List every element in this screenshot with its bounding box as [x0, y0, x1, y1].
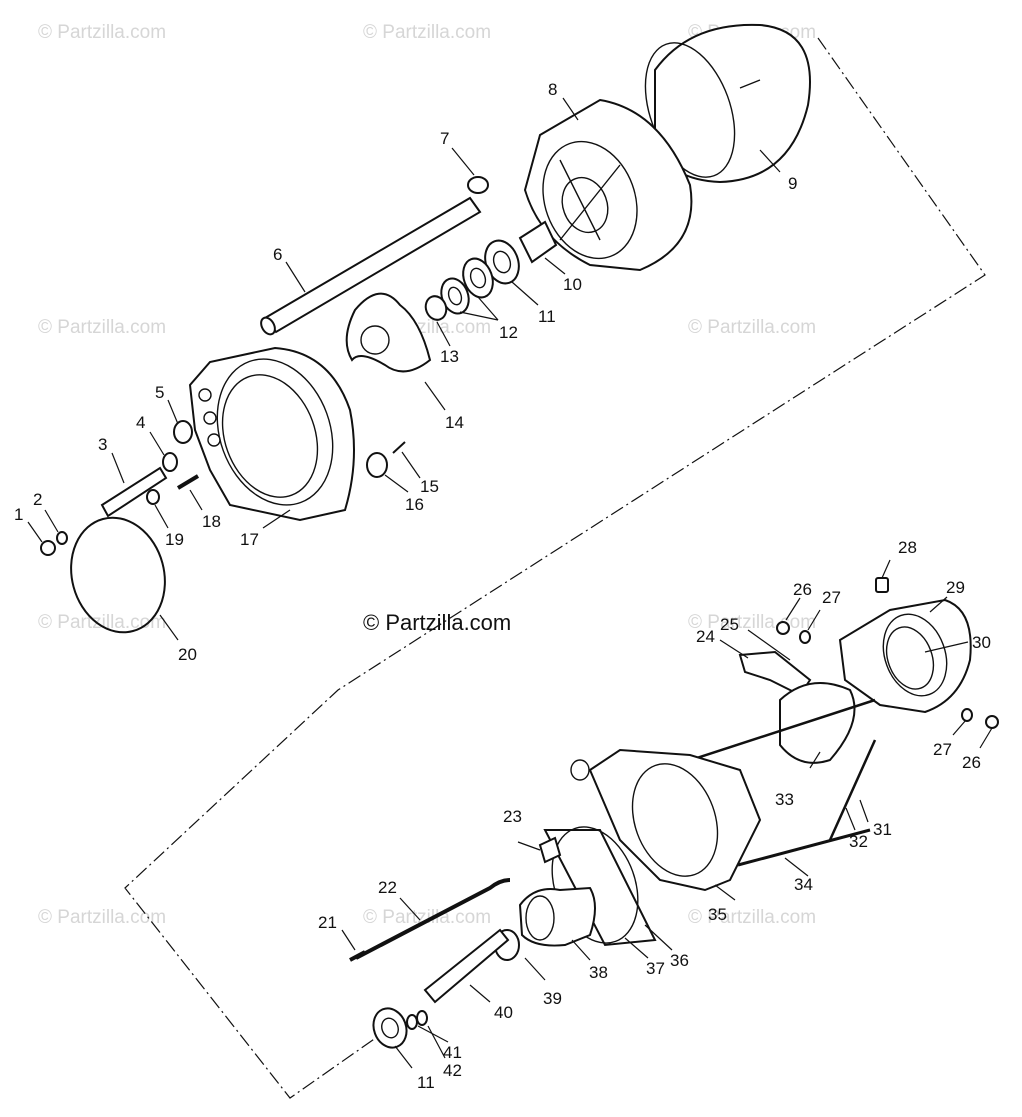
callout-35: 35 — [708, 905, 727, 924]
callout-11: 11 — [538, 307, 556, 326]
watermark: © Partzilla.com — [688, 907, 816, 928]
part-18-pin — [176, 474, 200, 490]
callout-38: 38 — [589, 963, 608, 982]
callout-39: 39 — [543, 989, 562, 1008]
callout-13: 13 — [440, 347, 459, 366]
watermark: © Partzilla.com — [38, 317, 166, 338]
part-29-nozzle — [838, 598, 972, 714]
watermark: © Partzilla.com — [38, 907, 166, 928]
part-23-clip — [538, 836, 562, 864]
part-42-o-ring — [416, 1010, 428, 1026]
part-27-washer — [961, 708, 973, 722]
part-6-drive-shaft — [260, 196, 482, 336]
callout-3: 3 — [98, 435, 107, 454]
callout-labels: 1 2 3 4 5 6 7 8 9 10 11 12 13 14 15 16 1… — [14, 80, 991, 1092]
part-4-washer — [162, 452, 178, 472]
callout-29: 29 — [946, 578, 965, 597]
part-28-grease-fitting — [875, 577, 889, 593]
part-16-bushing — [366, 452, 388, 478]
watermark: © Partzilla.com — [38, 22, 166, 43]
callout-34: 34 — [794, 875, 813, 894]
callout-6: 6 — [273, 245, 282, 264]
callout-27: 27 — [822, 588, 841, 607]
callout-22: 22 — [378, 878, 397, 897]
callout-10: 10 — [563, 275, 582, 294]
part-7-o-ring — [467, 176, 489, 194]
callout-37: 37 — [646, 959, 665, 978]
part-41-o-ring — [406, 1014, 418, 1030]
part-26-bolt — [985, 715, 999, 729]
callout-28: 28 — [898, 538, 917, 557]
upper-assembly — [40, 23, 811, 634]
callout-14: 14 — [445, 413, 464, 432]
part-1-nut — [40, 540, 56, 556]
callout-30: 30 — [972, 633, 991, 652]
lower-assembly — [349, 577, 999, 1049]
callout-19: 19 — [165, 530, 184, 549]
watermark: © Partzilla.com — [688, 317, 816, 338]
part-11-bearing — [372, 1007, 408, 1049]
part-14-impeller — [345, 292, 432, 373]
callout-24: 24 — [696, 627, 715, 646]
part-20-gasket — [70, 516, 166, 634]
callout-21: 21 — [318, 913, 337, 932]
callout-27: 27 — [933, 740, 952, 759]
callout-2: 2 — [33, 490, 42, 509]
callout-36: 36 — [670, 951, 689, 970]
callout-20: 20 — [178, 645, 197, 664]
part-34-rod — [737, 828, 871, 867]
part-2-washer — [56, 531, 68, 545]
part-3-stud — [100, 466, 168, 518]
part-9-sleeve — [644, 23, 811, 184]
watermark-grid: © Partzilla.com © Partzilla.com © Partzi… — [38, 22, 816, 928]
callout-15: 15 — [420, 477, 439, 496]
part-22-cable — [355, 878, 511, 960]
watermark: © Partzilla.com — [38, 612, 166, 633]
assembly-boundary-line — [124, 37, 986, 1099]
part-8-stator-housing — [523, 98, 693, 272]
center-watermark: © Partzilla.com — [363, 610, 511, 635]
part-32-rod — [828, 739, 877, 841]
callout-9: 9 — [788, 174, 797, 193]
part-38-reverse-gate — [518, 886, 596, 947]
part-26-bolt — [776, 621, 790, 635]
callout-26: 26 — [962, 753, 981, 772]
part-15-screw — [392, 441, 406, 454]
callout-42: 42 — [443, 1061, 462, 1080]
callout-40: 40 — [494, 1003, 513, 1022]
leader-lines — [27, 97, 993, 1069]
callout-4: 4 — [136, 413, 145, 432]
callout-41: 41 — [443, 1043, 462, 1062]
watermark: © Partzilla.com — [363, 907, 491, 928]
callout-32: 32 — [849, 832, 868, 851]
callout-12: 12 — [499, 323, 518, 342]
part-35-housing — [570, 748, 762, 892]
callout-16: 16 — [405, 495, 424, 514]
callout-11: 11 — [417, 1073, 435, 1092]
part-27-washer — [799, 630, 811, 644]
part-13-spacer — [424, 295, 448, 321]
callout-31: 31 — [873, 820, 892, 839]
part-40-shaft — [423, 928, 510, 1004]
callout-17: 17 — [240, 530, 259, 549]
part-19-nut — [146, 489, 160, 505]
part-5-seal — [173, 420, 193, 444]
callout-23: 23 — [503, 807, 522, 826]
watermark: © Partzilla.com — [363, 22, 491, 43]
callout-1: 1 — [14, 505, 23, 524]
callout-18: 18 — [202, 512, 221, 531]
callout-5: 5 — [155, 383, 164, 402]
callout-25: 25 — [720, 615, 739, 634]
callout-8: 8 — [548, 80, 557, 99]
part-33-bracket — [779, 682, 856, 764]
part-21-cable-end — [349, 950, 366, 962]
callout-26: 26 — [793, 580, 812, 599]
part-12-seals — [440, 257, 494, 315]
callout-33: 33 — [775, 790, 794, 809]
callout-7: 7 — [440, 129, 449, 148]
part-10-nozzle — [518, 220, 558, 264]
part-17-pump-housing — [188, 346, 355, 522]
